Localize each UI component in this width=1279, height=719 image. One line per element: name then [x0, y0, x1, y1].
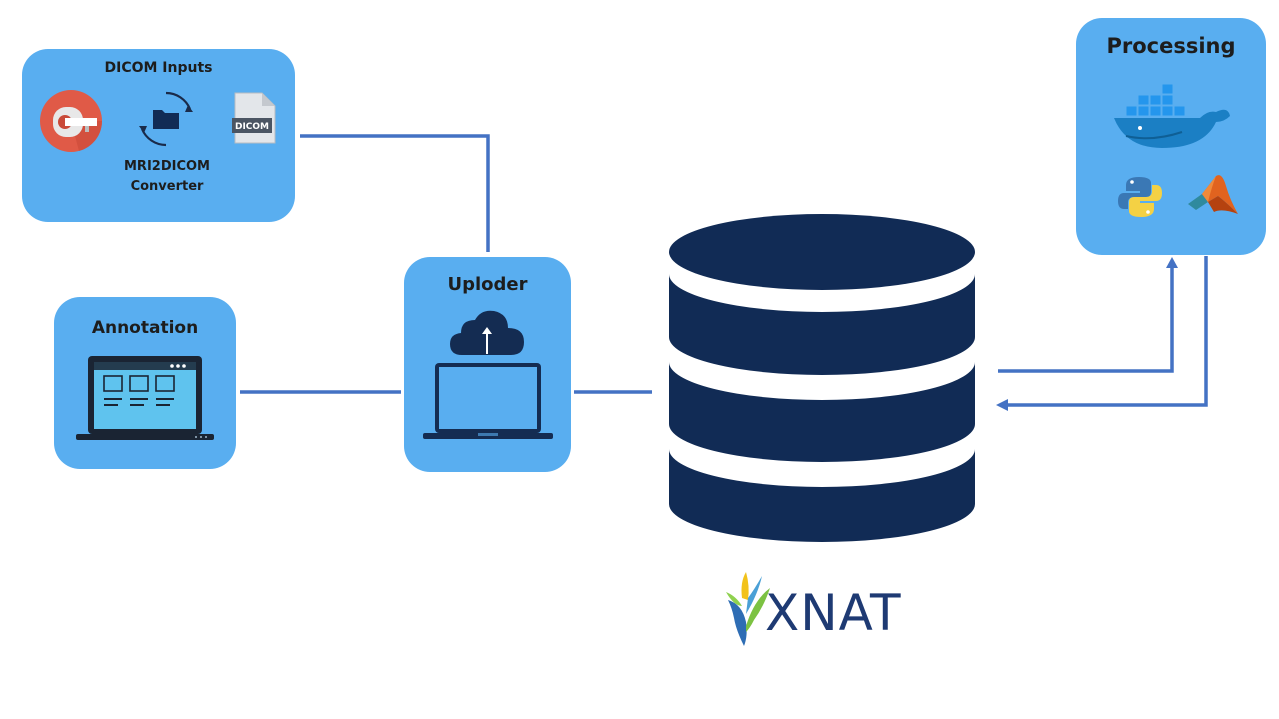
- database-icon: [669, 214, 975, 542]
- dicom-file-icon: DICOM: [232, 92, 276, 144]
- converter-label: MRI2DICOM Converter: [102, 157, 232, 197]
- dicom-file-badge: DICOM: [235, 122, 269, 132]
- arrowhead-to-processing: [1166, 257, 1178, 268]
- processing-panel: Processing: [1076, 18, 1266, 255]
- processing-title: Processing: [1106, 34, 1236, 58]
- converter-label-line1: MRI2DICOM: [124, 159, 210, 174]
- mri-scanner-icon: [40, 90, 103, 152]
- docker-icon: [1114, 83, 1230, 148]
- laptop-annotation-icon: [76, 356, 214, 440]
- folder-sync-icon: [139, 91, 193, 147]
- dicom-inputs-title: DICOM Inputs: [104, 60, 213, 76]
- uploader-panel: Uploder: [404, 257, 571, 472]
- python-icon: [1118, 177, 1162, 217]
- connector-dicom-uploader: [300, 134, 490, 252]
- annotation-title: Annotation: [91, 318, 199, 338]
- dicom-inputs-panel: DICOM Inputs DICOM MRI2DICOM Converter: [22, 49, 295, 222]
- connector-processing-database: [1006, 256, 1208, 407]
- matlab-icon: [1188, 175, 1238, 214]
- uploader-title: Uploder: [447, 274, 528, 295]
- xnat-leaf-logo: [726, 572, 770, 646]
- connector-database-processing: [998, 265, 1174, 373]
- arrowhead-to-database: [996, 399, 1008, 411]
- converter-label-line2: Converter: [130, 179, 204, 194]
- xnat-logo-text: XNAT: [765, 584, 902, 642]
- annotation-panel: Annotation: [54, 297, 236, 469]
- laptop-icon: [423, 363, 553, 439]
- cloud-upload-icon: [450, 310, 524, 355]
